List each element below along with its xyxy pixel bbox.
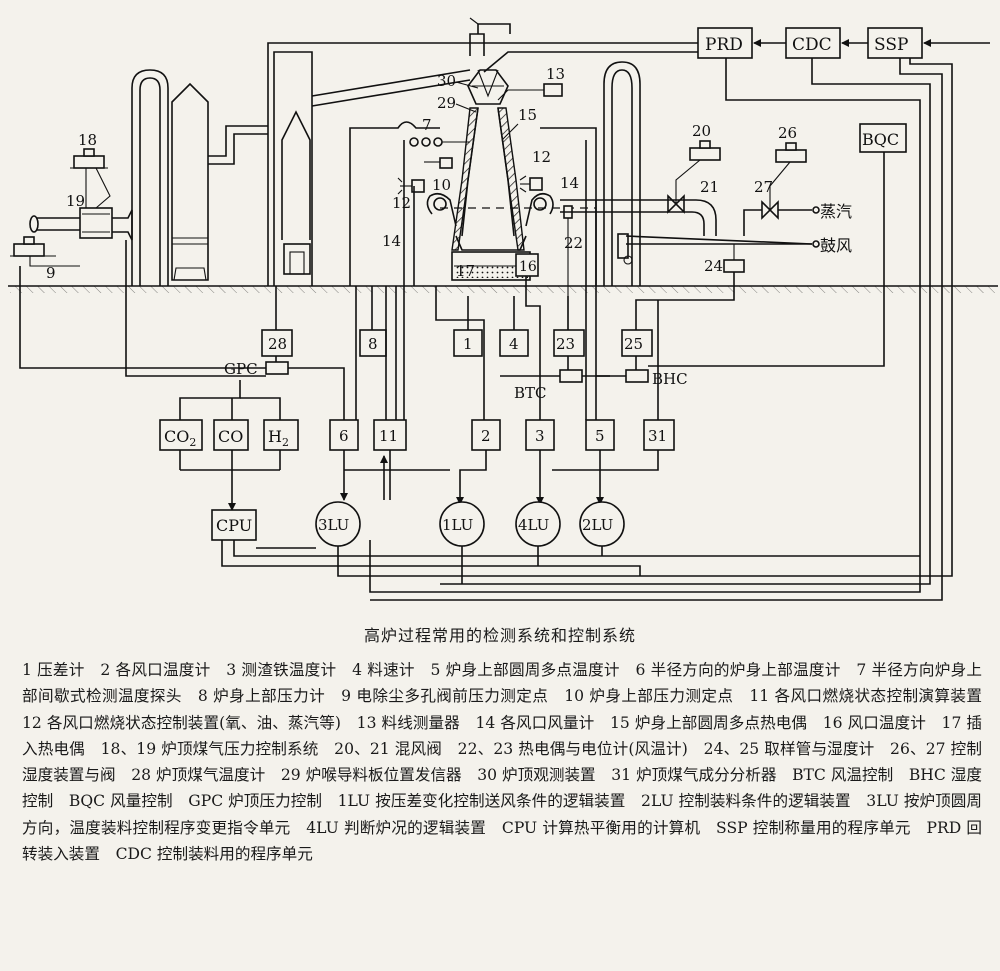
pressure-control-18-19: 18 19 xyxy=(66,131,111,210)
label-7: 7 xyxy=(422,116,432,134)
label-21: 21 xyxy=(700,178,719,196)
box-4: 4 xyxy=(509,335,519,353)
label-22: 22 xyxy=(564,234,583,252)
box-31: 31 xyxy=(648,427,667,445)
right-signal-bus xyxy=(369,58,953,601)
gpc-label: GPC xyxy=(224,360,258,378)
label-steam: 蒸汽 xyxy=(820,202,852,221)
label-16: 16 xyxy=(519,259,537,275)
figure-legend: 1 压差计 2 各风口温度计 3 测渣铁温度计 4 料速计 5 炉身上部圆周多点… xyxy=(22,661,998,864)
top-control-chain: PRD CDC SSP BQC xyxy=(267,27,990,286)
lu2-label: 2LU xyxy=(582,516,613,534)
box-6: 6 xyxy=(339,427,349,445)
middle-instrument-row: 28 8 1 4 23 25 GPC BTC BHC xyxy=(224,329,688,402)
label-blast: 鼓风 xyxy=(820,236,852,255)
lu4-label: 4LU xyxy=(518,516,549,534)
label-30: 30 xyxy=(437,72,456,90)
co2-label: CO2 xyxy=(164,427,196,449)
box-5: 5 xyxy=(595,427,605,445)
label-12-right: 12 xyxy=(532,148,551,166)
lu3-label: 3LU xyxy=(318,516,349,534)
box-11: 11 xyxy=(379,427,398,445)
venturi-scrubber xyxy=(29,207,133,241)
label-19: 19 xyxy=(66,192,85,210)
field-signal-lines xyxy=(19,140,735,420)
label-15: 15 xyxy=(518,106,537,124)
label-9: 9 xyxy=(46,264,56,282)
pressure-point-9: 9 xyxy=(10,236,80,282)
label-20: 20 xyxy=(692,122,711,140)
hot-stove: 20 21 26 27 蒸汽 鼓风 24 xyxy=(560,61,852,286)
ssp-label: SSP xyxy=(874,35,908,55)
label-10: 10 xyxy=(432,176,451,194)
box-1: 1 xyxy=(463,335,473,353)
lu1-label: 1LU xyxy=(442,516,473,534)
box-25: 25 xyxy=(624,335,643,353)
label-14-right: 14 xyxy=(560,174,579,192)
box-2: 2 xyxy=(481,427,491,445)
bqc-label: BQC xyxy=(862,130,899,149)
label-18: 18 xyxy=(78,131,97,149)
bhc-label: BHC xyxy=(652,370,688,388)
blast-furnace: 17 30 29 7 13 15 12 12 xyxy=(349,17,597,330)
bqc-box xyxy=(859,123,907,153)
label-24: 24 xyxy=(704,257,723,275)
blast-furnace-control-diagram: 18 19 9 17 xyxy=(8,17,998,601)
label-17: 17 xyxy=(456,262,475,280)
box-23: 23 xyxy=(556,335,575,353)
prd-label: PRD xyxy=(705,35,743,55)
logic-units: CPU 3LU 1LU 4LU 2LU xyxy=(211,455,920,584)
gas-cleaning-equipment xyxy=(29,51,471,286)
h2-label: H2 xyxy=(268,427,289,449)
ground-line xyxy=(8,285,998,293)
btc-label: BTC xyxy=(514,384,547,402)
figure-caption: 高炉过程常用的检测系统和控制系统 xyxy=(363,626,636,645)
label-29: 29 xyxy=(437,94,456,112)
box-28: 28 xyxy=(268,335,287,353)
cpu-label: CPU xyxy=(216,516,252,535)
cdc-label: CDC xyxy=(792,35,832,55)
analyzer-row: CO2 CO H2 6 11 2 3 5 31 xyxy=(159,419,675,511)
label-13: 13 xyxy=(546,65,565,83)
co-label: CO xyxy=(218,427,243,446)
label-27: 27 xyxy=(754,178,773,196)
label-14-left: 14 xyxy=(382,232,401,250)
label-12-left: 12 xyxy=(392,194,411,212)
box-3: 3 xyxy=(535,427,545,445)
box-8: 8 xyxy=(368,335,378,353)
label-26: 26 xyxy=(778,124,797,142)
